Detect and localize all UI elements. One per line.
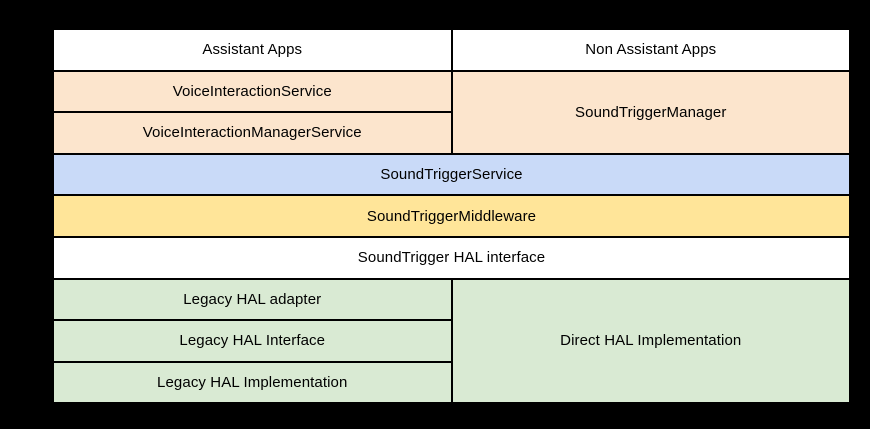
- cell-voice-interaction-service: VoiceInteractionService: [52, 69, 453, 114]
- cell-legacy-hal-implementation: Legacy HAL Implementation: [52, 360, 453, 405]
- cell-legacy-hal-adapter: Legacy HAL adapter: [52, 277, 453, 322]
- cell-sound-trigger-middleware: SoundTriggerMiddleware: [52, 194, 851, 238]
- cell-direct-hal-implementation: Direct HAL Implementation: [450, 277, 851, 405]
- cell-sound-trigger-service: SoundTriggerService: [52, 152, 851, 197]
- architecture-table: Assistant Apps Non Assistant Apps VoiceI…: [52, 28, 851, 405]
- cell-non-assistant-apps: Non Assistant Apps: [450, 28, 851, 72]
- cell-sound-trigger-hal-interface: SoundTrigger HAL interface: [52, 235, 851, 280]
- cell-sound-trigger-manager: SoundTriggerManager: [450, 69, 851, 155]
- cell-voice-interaction-manager-service: VoiceInteractionManagerService: [52, 111, 453, 155]
- cell-legacy-hal-interface: Legacy HAL Interface: [52, 319, 453, 363]
- cell-assistant-apps: Assistant Apps: [52, 28, 453, 72]
